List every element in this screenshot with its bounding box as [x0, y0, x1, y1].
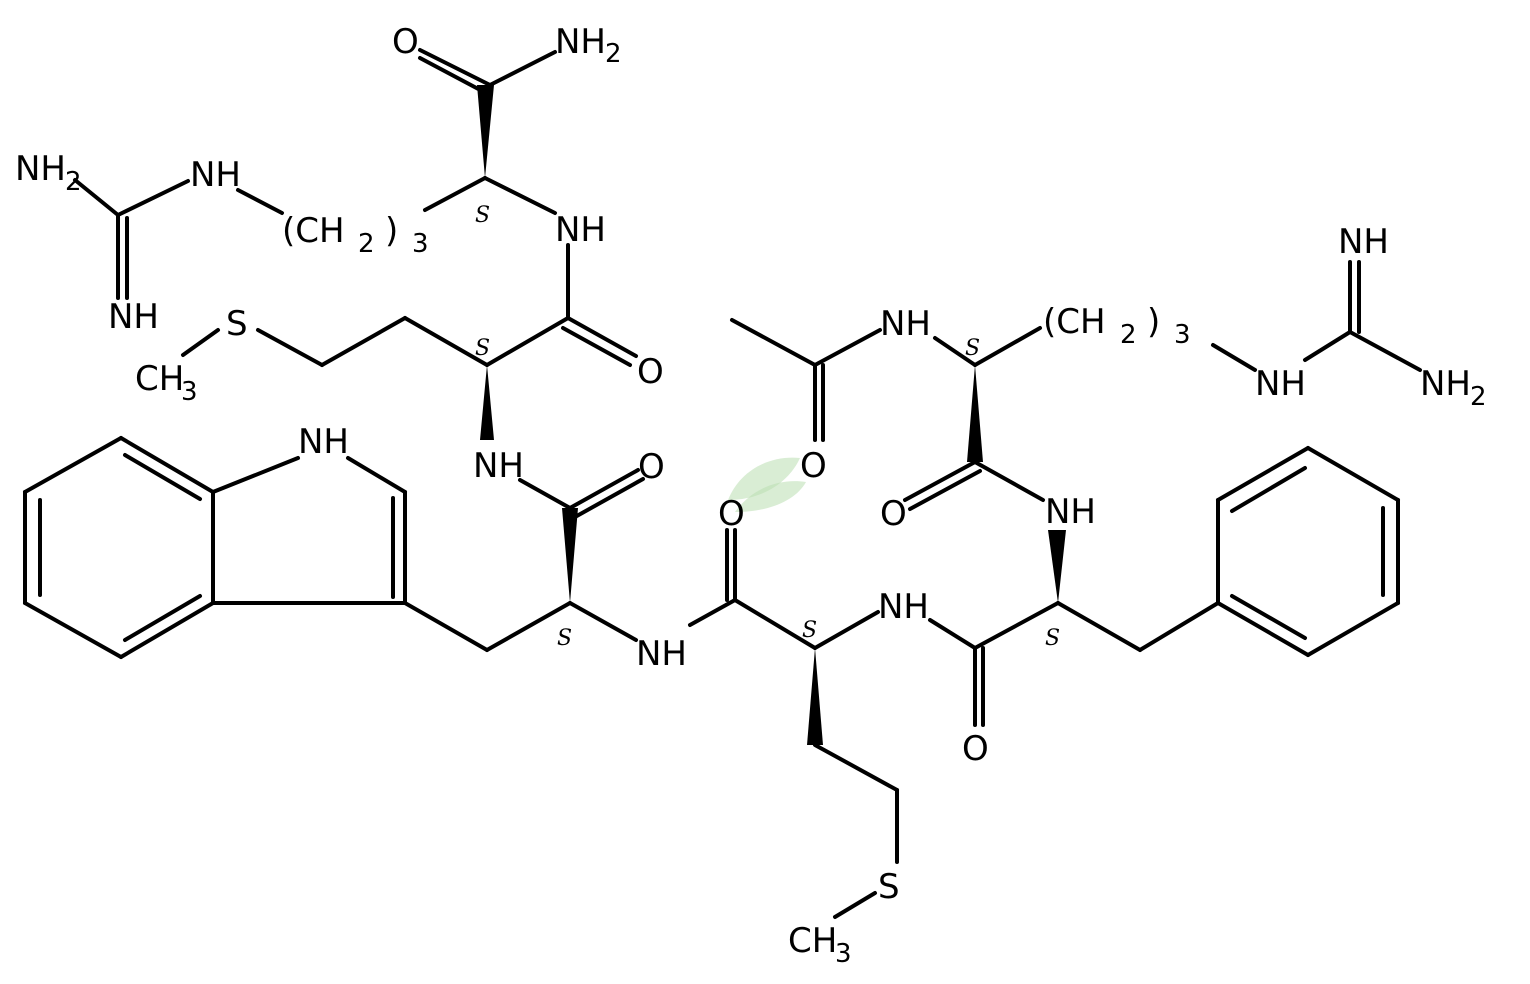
nh-imine-left: NH: [108, 297, 159, 337]
o-met1: O: [637, 352, 664, 392]
stereo-arg2: S: [965, 336, 980, 361]
nh-met2: NH: [878, 587, 929, 627]
stereo-labels: S S S S S S: [475, 203, 1060, 651]
o-met2: O: [718, 494, 745, 534]
nh-guanidine-left: NH: [190, 155, 241, 195]
nh2-guanidine-left-sub: 2: [65, 167, 82, 197]
leaf-logo-icon: [728, 457, 806, 512]
nh2-guanidine-left: NH: [15, 149, 66, 189]
o-phe: O: [962, 729, 989, 769]
nh-arg2: NH: [1045, 492, 1096, 532]
nh-arg1: NH: [555, 210, 606, 250]
nh2-guanidine-right: NH: [1420, 364, 1471, 404]
nh-acetyl: NH: [880, 304, 931, 344]
ch3-met2: CH: [788, 921, 837, 961]
ch2-chain-right-close: ): [1147, 302, 1160, 342]
o-trp: O: [638, 447, 665, 487]
ch2-chain-left-close: ): [385, 211, 398, 251]
ch3-met1: CH: [135, 359, 184, 399]
o-amide-top: O: [392, 22, 419, 62]
ch2-chain-left: (CH: [282, 211, 345, 251]
stereo-met2: S: [802, 618, 817, 643]
wedge-bonds: [477, 85, 1066, 745]
bond-lines: [23, 48, 1422, 919]
nh-trp: NH: [636, 634, 687, 674]
stereo-phe: S: [1045, 626, 1060, 651]
ch2-chain-right: (CH: [1043, 302, 1106, 342]
s-met1: S: [226, 304, 248, 344]
o-arg2: O: [880, 494, 907, 534]
ch3-met1-sub: 3: [181, 377, 198, 407]
atom-labels: O NH 2 NH 2 NH NH (CH 2 ) 3 NH S CH 3 O …: [15, 22, 1487, 969]
stereo-trp: S: [557, 626, 572, 651]
nh2-amide: NH: [555, 22, 606, 62]
o-acetyl: O: [800, 446, 827, 486]
ch2-chain-right-2: 2: [1120, 320, 1137, 350]
stereo-met1: S: [475, 336, 490, 361]
ch2-chain-left-2: 2: [358, 229, 375, 259]
s-met2: S: [878, 867, 900, 907]
nh2-guanidine-right-sub: 2: [1470, 382, 1487, 412]
nh-met1: NH: [473, 446, 524, 486]
ch2-chain-left-3: 3: [412, 229, 429, 259]
stereo-arg1: S: [475, 203, 490, 228]
nh-indole: NH: [298, 422, 349, 462]
ch3-met2-sub: 3: [835, 939, 852, 969]
ch2-chain-right-3: 3: [1174, 320, 1191, 350]
nh2-amide-sub: 2: [605, 39, 622, 69]
nh-guanidine-right: NH: [1255, 364, 1306, 404]
nh-imine-right: NH: [1338, 222, 1389, 262]
